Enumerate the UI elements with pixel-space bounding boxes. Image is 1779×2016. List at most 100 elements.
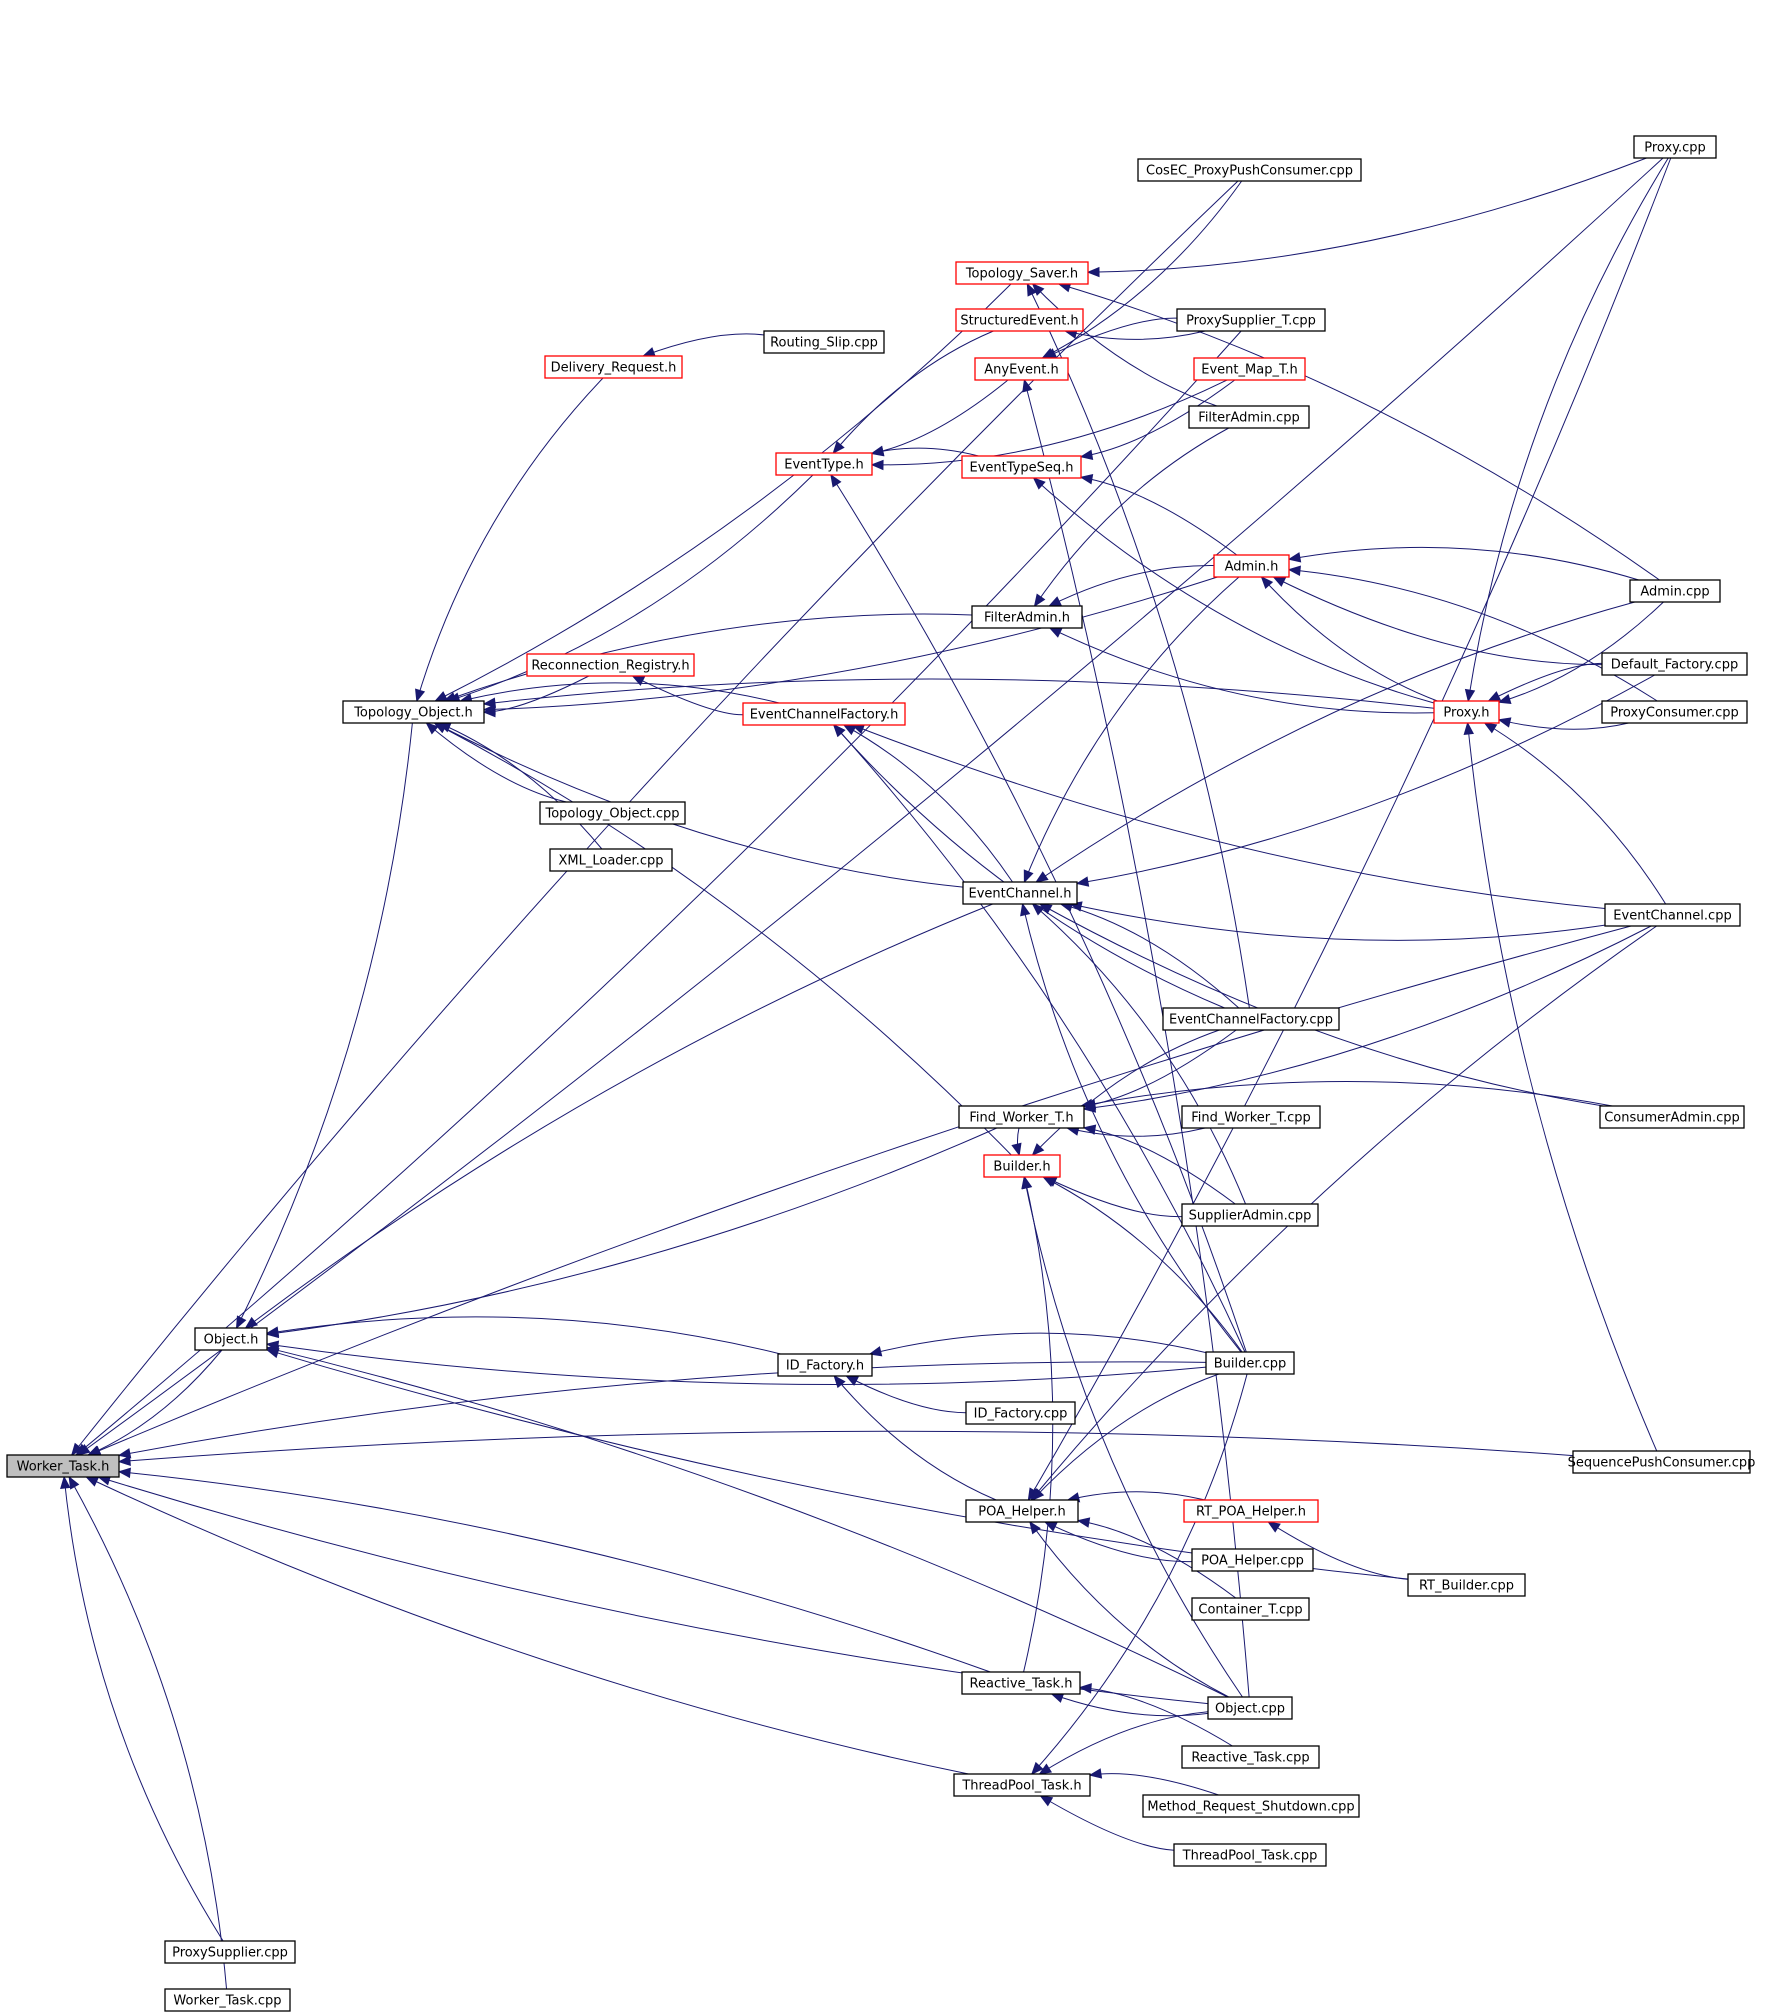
node-reactive-task-cpp[interactable]: Reactive_Task.cpp <box>1181 1745 1320 1769</box>
edge-arrowhead <box>244 1316 258 1329</box>
edge-delivery-request-h-to-topology-object-h <box>415 377 604 703</box>
edge-arrowhead <box>1023 869 1034 884</box>
node-eventtype-h[interactable]: EventType.h <box>775 452 873 476</box>
node-container-t-cpp[interactable]: Container_T.cpp <box>1191 1597 1310 1621</box>
edge-line <box>1268 1521 1409 1580</box>
node-label: EventChannel.cpp <box>1613 909 1731 924</box>
node-proxyconsumer-cpp[interactable]: ProxyConsumer.cpp <box>1601 700 1748 724</box>
node-worker-task-h[interactable]: Worker_Task.h <box>6 1454 120 1478</box>
node-filteradmin-h[interactable]: FilterAdmin.h <box>971 605 1083 629</box>
node-proxysupplier-cpp[interactable]: ProxySupplier.cpp <box>164 1940 296 1964</box>
edge-arrowhead <box>70 1442 84 1457</box>
edge-builder-cpp-to-poa-helper-h <box>1031 1373 1220 1501</box>
edge-arrowhead <box>1086 266 1100 278</box>
node-reactive-task-h[interactable]: Reactive_Task.h <box>961 1671 1081 1695</box>
node-poa-helper-cpp[interactable]: POA_Helper.cpp <box>1191 1548 1314 1572</box>
edge-consumeradmin-cpp-to-find-worker-t-h <box>1079 1081 1613 1110</box>
node-cosec-proxypushconsumer-cpp[interactable]: CosEC_ProxyPushConsumer.cpp <box>1137 158 1362 182</box>
node-box <box>164 1988 291 2012</box>
node-label: Delivery_Request.h <box>551 361 677 376</box>
node-poa-helper-h[interactable]: POA_Helper.h <box>965 1499 1079 1523</box>
node-topology-object-h[interactable]: Topology_Object.h <box>342 700 485 724</box>
node-rt-builder-cpp[interactable]: RT_Builder.cpp <box>1407 1573 1526 1597</box>
node-topology-object-cpp[interactable]: Topology_Object.cpp <box>539 801 686 825</box>
node-label: FilterAdmin.h <box>984 611 1070 626</box>
edge-arrowhead <box>1272 576 1287 587</box>
edge-line <box>266 1347 1228 1698</box>
node-filteradmin-cpp[interactable]: FilterAdmin.cpp <box>1188 405 1310 429</box>
node-label: Worker_Task.h <box>17 1460 110 1475</box>
node-default-factory-cpp[interactable]: Default_Factory.cpp <box>1601 652 1748 676</box>
edge-line <box>1044 1521 1193 1563</box>
node-proxy-cpp[interactable]: Proxy.cpp <box>1633 135 1717 159</box>
edge-line <box>1032 1373 1220 1501</box>
node-admin-cpp[interactable]: Admin.cpp <box>1629 579 1721 603</box>
node-find-worker-t-cpp[interactable]: Find_Worker_T.cpp <box>1181 1105 1321 1129</box>
node-eventtypeseq-h[interactable]: EventTypeSeq.h <box>961 455 1082 479</box>
node-sequencepushconsumer-cpp[interactable]: SequencePushConsumer.cpp <box>1568 1450 1756 1474</box>
node-delivery-request-h[interactable]: Delivery_Request.h <box>544 355 683 379</box>
node-box <box>526 653 695 677</box>
edge-eventchannel-cpp-to-worker-task-h <box>87 925 1632 1456</box>
node-box <box>1188 405 1310 429</box>
edge-filteradmin-cpp-to-topology-saver-h <box>1031 283 1218 407</box>
node-layer: Worker_Task.hProxySupplier.cppWorker_Tas… <box>6 135 1756 2012</box>
node-id-factory-h[interactable]: ID_Factory.h <box>777 1353 873 1377</box>
edge-supplieradmin-cpp-to-builder-h <box>1043 1176 1183 1218</box>
edge-line <box>1060 903 1240 1009</box>
edge-line <box>438 722 603 850</box>
edge-builder-cpp-to-threadpool-task-h <box>1030 1373 1248 1775</box>
node-xml-loader-cpp[interactable]: XML_Loader.cpp <box>549 848 673 872</box>
edge-arrowhead <box>1050 1692 1065 1703</box>
edge-line <box>869 1332 1207 1355</box>
node-builder-h[interactable]: Builder.h <box>983 1154 1061 1178</box>
node-anyevent-h[interactable]: AnyEvent.h <box>974 357 1069 381</box>
node-label: Admin.h <box>1225 560 1279 575</box>
node-admin-h[interactable]: Admin.h <box>1213 554 1290 578</box>
node-structuredevent-h[interactable]: StructuredEvent.h <box>955 308 1084 332</box>
node-topology-saver-h[interactable]: Topology_Saver.h <box>955 261 1089 285</box>
node-proxysupplier-t-cpp[interactable]: ProxySupplier_T.cpp <box>1176 308 1326 332</box>
node-event-map-t-h[interactable]: Event_Map_T.h <box>1193 357 1306 381</box>
node-supplieradmin-cpp[interactable]: SupplierAdmin.cpp <box>1181 1203 1319 1227</box>
node-rt-poa-helper-h[interactable]: RT_POA_Helper.h <box>1183 1499 1319 1523</box>
edge-arrowhead <box>1026 282 1038 297</box>
edge-line <box>1039 903 1604 1107</box>
node-object-cpp[interactable]: Object.cpp <box>1207 1696 1293 1720</box>
node-routing-slip-cpp[interactable]: Routing_Slip.cpp <box>763 330 885 354</box>
edge-line <box>871 379 1009 455</box>
node-eventchannel-cpp[interactable]: EventChannel.cpp <box>1604 903 1741 927</box>
edge-arrowhead <box>1076 1517 1091 1528</box>
node-label: Reactive_Task.cpp <box>1191 1751 1309 1766</box>
edge-line <box>1043 1176 1243 1353</box>
edge-line <box>1070 903 1606 941</box>
edge-arrowhead <box>1032 477 1046 490</box>
node-threadpool-task-h[interactable]: ThreadPool_Task.h <box>953 1773 1091 1797</box>
node-box <box>1176 308 1326 332</box>
node-consumeradmin-cpp[interactable]: ConsumerAdmin.cpp <box>1599 1105 1745 1129</box>
edge-arrowhead <box>870 445 885 456</box>
node-worker-task-cpp[interactable]: Worker_Task.cpp <box>164 1988 291 2012</box>
edge-line <box>1079 1687 1233 1747</box>
node-find-worker-t-h[interactable]: Find_Worker_T.h <box>958 1105 1085 1129</box>
edge-proxy-cpp-to-poa-helper-h <box>1027 157 1672 1502</box>
node-label: Topology_Object.cpp <box>544 807 679 822</box>
node-eventchannelfactory-h[interactable]: EventChannelFactory.h <box>742 702 906 726</box>
edge-line <box>1029 1521 1229 1698</box>
node-builder-cpp[interactable]: Builder.cpp <box>1205 1351 1295 1375</box>
edge-arrowhead <box>1022 378 1033 393</box>
node-proxy-h[interactable]: Proxy.h <box>1433 700 1500 724</box>
node-method-request-shutdown-cpp[interactable]: Method_Request_Shutdown.cpp <box>1142 1794 1360 1818</box>
edge-proxyconsumer-cpp-to-proxy-h <box>1497 717 1629 730</box>
node-object-h[interactable]: Object.h <box>194 1327 268 1351</box>
edge-line <box>483 576 1218 711</box>
node-eventchannel-h[interactable]: EventChannel.h <box>962 881 1078 905</box>
node-threadpool-task-cpp[interactable]: ThreadPool_Task.cpp <box>1173 1843 1327 1867</box>
node-eventchannelfactory-cpp[interactable]: EventChannelFactory.cpp <box>1162 1007 1340 1031</box>
node-reconnection-registry-h[interactable]: Reconnection_Registry.h <box>526 653 695 677</box>
node-box <box>1191 1597 1310 1621</box>
node-box <box>974 357 1069 381</box>
edge-default-factory-cpp-to-proxy-h <box>1487 662 1603 702</box>
node-id-factory-cpp[interactable]: ID_Factory.cpp <box>965 1401 1076 1425</box>
edge-id-factory-cpp-to-id-factory-h <box>845 1375 967 1414</box>
